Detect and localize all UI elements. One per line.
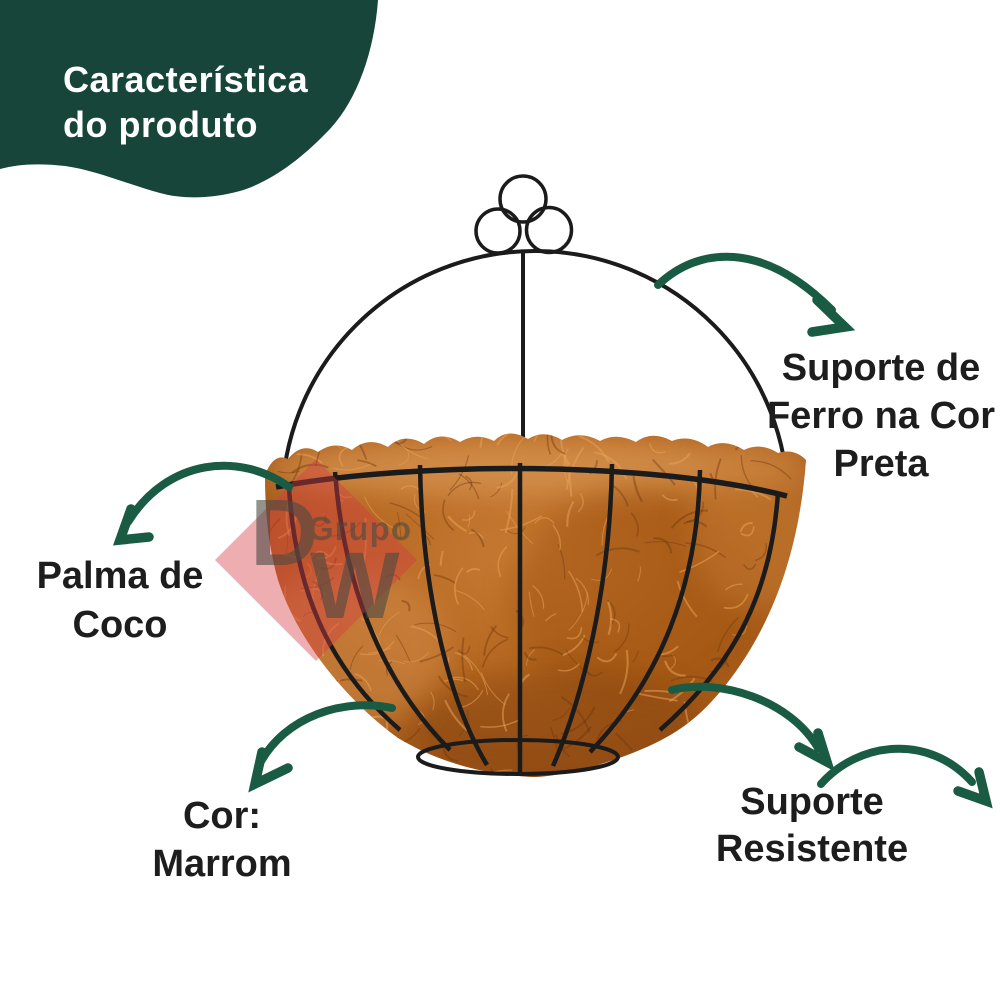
label-palma-coco: Palma de Coco <box>37 555 204 646</box>
label-cor-marrom-line1: Cor: <box>183 795 261 837</box>
arrow-cor-marrom-icon <box>248 701 396 793</box>
annotation-labels: Suporte de Ferro na Cor Preta Palma de C… <box>37 347 996 885</box>
label-suporte-resistente-line1: Suporte <box>740 781 884 823</box>
frame-rib-right-edge <box>658 491 781 732</box>
iron-frame-front <box>275 463 788 776</box>
frame-rib-left2 <box>332 471 452 752</box>
label-palma-coco-line1: Palma de <box>37 555 204 597</box>
arrow-palma-coco-icon <box>113 461 293 546</box>
label-suporte-ferro: Suporte de Ferro na Cor Preta <box>767 347 995 485</box>
arrow-right-edge-icon <box>817 744 993 809</box>
watermark: D Grupo W <box>215 459 417 661</box>
label-suporte-ferro-line2: Ferro na Cor <box>767 395 995 437</box>
label-cor-marrom-line2: Marrom <box>152 843 291 885</box>
feature-badge: Característica do produto <box>0 0 378 198</box>
annotation-arrows <box>113 252 993 809</box>
badge-blob <box>0 0 378 198</box>
badge-title-line2: do produto <box>63 104 258 145</box>
watermark-diamond <box>215 459 417 661</box>
label-suporte-resistente-line2: Resistente <box>716 828 908 870</box>
watermark-brand: Grupo <box>308 510 412 547</box>
label-cor-marrom: Cor: Marrom <box>152 795 291 885</box>
frame-bottom-ring <box>416 738 620 776</box>
hanger-loop-left <box>474 207 522 255</box>
arrow-suporte-resistente-icon <box>668 682 835 772</box>
frame-rib-left1 <box>417 464 489 767</box>
badge-title-line1: Característica <box>63 59 309 100</box>
arrow-suporte-ferro-icon <box>654 252 856 337</box>
watermark-letter-d: D <box>250 480 319 586</box>
frame-rib-right1 <box>550 463 615 767</box>
hanger-loop-top <box>498 174 548 224</box>
label-suporte-ferro-line3: Preta <box>833 443 929 485</box>
label-suporte-resistente: Suporte Resistente <box>716 781 908 870</box>
label-suporte-ferro-line1: Suporte de <box>782 347 980 389</box>
label-palma-coco-line2: Coco <box>73 604 168 646</box>
watermark-letter-w: W <box>310 533 400 639</box>
hanger-loop-right <box>524 205 574 255</box>
frame-rim-wire <box>275 465 788 499</box>
frame-rib-right2 <box>588 469 703 754</box>
